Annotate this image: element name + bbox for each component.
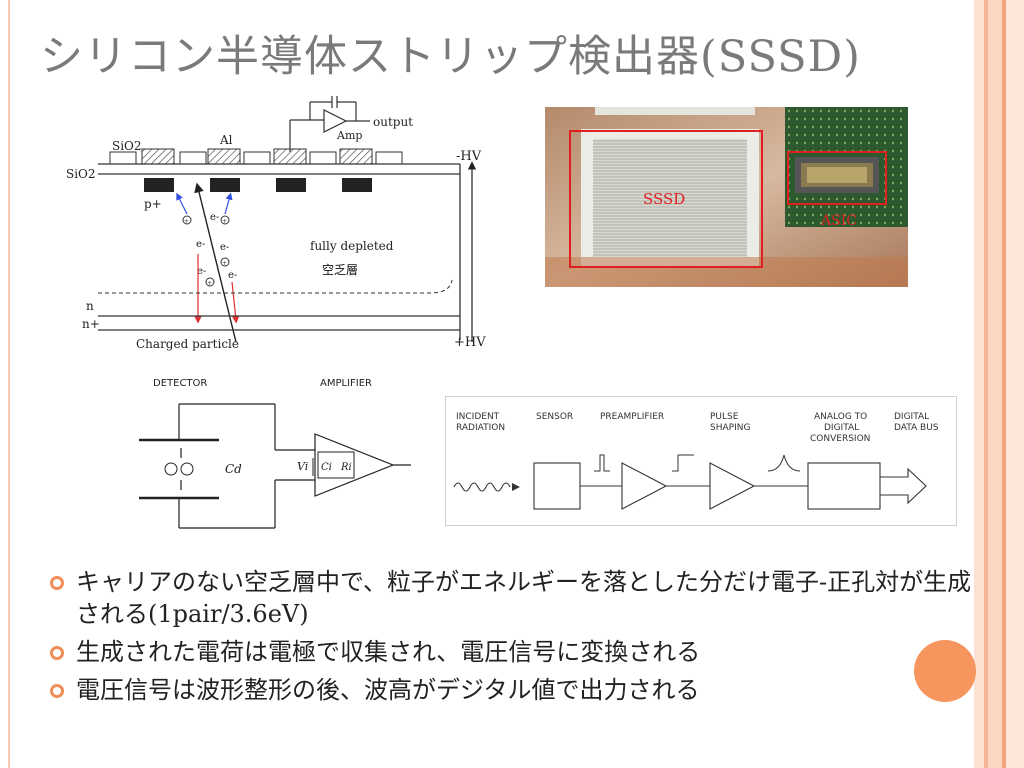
- slide-title: シリコン半導体ストリップ検出器(SSSD): [40, 32, 861, 82]
- preamp-label: PREAMPLIFIER: [600, 412, 664, 422]
- hole-plus-1: +: [184, 218, 189, 225]
- cd-label: Cd: [225, 462, 242, 476]
- hole-plus-4: +: [207, 280, 212, 287]
- amp-label: Amp: [336, 129, 362, 142]
- electron-label-3: e-: [220, 242, 229, 253]
- electron-label-2: e-: [196, 239, 205, 250]
- decorative-circle: [914, 640, 976, 702]
- ri-label: Ri: [340, 462, 352, 473]
- sensor-label: SENSOR: [536, 412, 573, 422]
- bullet-item: 生成された電荷は電極で収集され、電圧信号に変換される: [48, 636, 988, 668]
- decorative-stripes: [974, 0, 1024, 768]
- detector-label: DETECTOR: [153, 378, 207, 389]
- amplifier-label: AMPLIFIER: [320, 378, 372, 389]
- adc-label-2: DIGITAL: [824, 423, 859, 433]
- bullet-text: 生成された電荷は電極で収集され、電圧信号に変換される: [76, 638, 701, 666]
- bus-label-2: DATA BUS: [894, 423, 939, 433]
- incident-label-2: RADIATION: [456, 423, 505, 433]
- bus-label-1: DIGITAL: [894, 412, 929, 422]
- n-plus-label: n+: [82, 317, 100, 331]
- sssd-label: SSSD: [643, 190, 685, 208]
- adc-label-3: CONVERSION: [810, 434, 870, 444]
- vi-label: Vi: [297, 460, 308, 473]
- pulse-label-1: PULSE: [710, 412, 739, 422]
- hole-plus-3: +: [222, 260, 227, 267]
- detector-amplifier-circuit: DETECTOR AMPLIFIER Cd Vi Ci Ri: [139, 378, 411, 529]
- charged-particle-label: Charged particle: [136, 337, 239, 351]
- sssd-photo: SSSD ASIC: [545, 107, 908, 287]
- adc-label-1: ANALOG TO: [814, 412, 867, 422]
- plus-hv-label: +HV: [454, 335, 486, 350]
- left-rule: [8, 0, 10, 768]
- n-label: n: [86, 299, 94, 313]
- sio2-left-label: SiO2: [66, 167, 96, 181]
- pulse-label-2: SHAPING: [710, 423, 750, 433]
- fully-depleted-label: fully depleted: [310, 239, 394, 253]
- asic-label: ASIC: [820, 213, 857, 229]
- signal-chain-diagram: INCIDENT RADIATION SENSOR PREAMPLIFIER P…: [445, 396, 957, 526]
- detector-cross-section: Amp output SiO2 Al SiO2 p+ + + + + e- e-…: [66, 96, 486, 351]
- bullet-dot-icon: [50, 646, 64, 660]
- ci-label: Ci: [321, 462, 332, 473]
- electron-label-1: e-: [210, 212, 219, 223]
- hole-plus-2: +: [222, 218, 227, 225]
- sio2-top-label: SiO2: [112, 139, 142, 153]
- p-plus-label: p+: [144, 197, 162, 211]
- bullet-item: キャリアのない空乏層中で、粒子がエネルギーを落とした分だけ電子-正孔対が生成され…: [48, 566, 988, 630]
- bullet-text: 電圧信号は波形整形の後、波高がデジタル値で出力される: [76, 676, 700, 704]
- depletion-layer-label: 空乏層: [322, 263, 358, 277]
- bullet-dot-icon: [50, 576, 64, 590]
- minus-hv-label: -HV: [456, 149, 482, 164]
- bullet-dot-icon: [50, 684, 64, 698]
- bullet-text: キャリアのない空乏層中で、粒子がエネルギーを落とした分だけ電子-正孔対が生成され…: [76, 568, 972, 628]
- bullet-list: キャリアのない空乏層中で、粒子がエネルギーを落とした分だけ電子-正孔対が生成され…: [48, 566, 988, 712]
- electron-label-4: e-: [197, 266, 206, 277]
- al-label: Al: [219, 133, 233, 147]
- bullet-item: 電圧信号は波形整形の後、波高がデジタル値で出力される: [48, 674, 988, 706]
- output-label: output: [373, 115, 413, 129]
- electron-label-5: e-: [228, 270, 237, 281]
- incident-label-1: INCIDENT: [456, 412, 500, 422]
